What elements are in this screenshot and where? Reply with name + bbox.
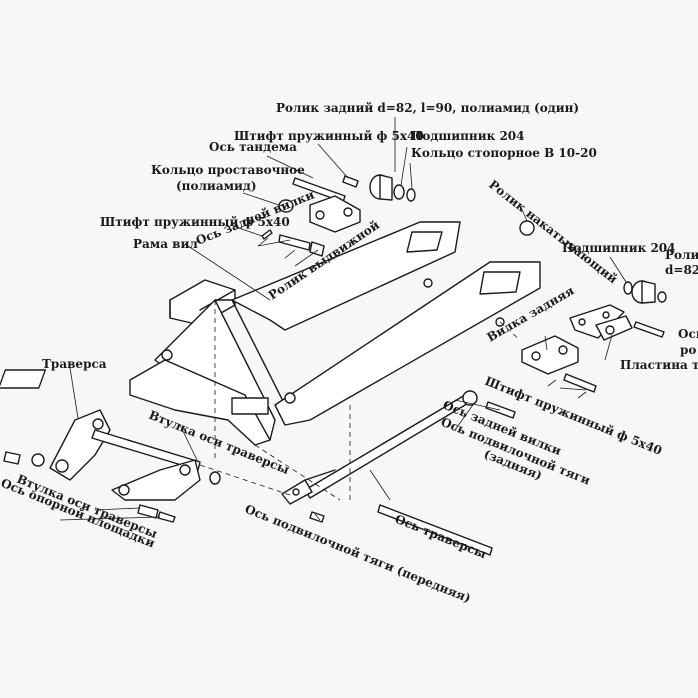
- label-spacer-ring-material: (полиамид): [176, 179, 257, 193]
- label-roller-right-dim: d=82,: [665, 263, 698, 277]
- label-axle-right-cut: Ось: [678, 327, 698, 341]
- label-tandem-axle: Ось тандема: [209, 140, 297, 154]
- alignment-lines: [199, 300, 521, 501]
- label-traverse: Траверса: [42, 357, 107, 371]
- label-axle-right-cut2: ро: [680, 343, 696, 357]
- fork-frame: [0, 221, 541, 446]
- label-fork-frame: Рама вил: [133, 237, 198, 251]
- label-bearing-top: Подшипник 204: [411, 129, 525, 143]
- label-spring-pin-mid: Штифт пружинный ф 5x40: [100, 215, 290, 229]
- right-assembly: [519, 220, 667, 399]
- label-spacer-ring: Кольцо проставочное: [151, 163, 305, 177]
- label-traverse-axle: Ось траверсы: [393, 512, 489, 561]
- leader-lines: [59, 117, 627, 521]
- label-bearing-right: Подшипник 204: [562, 241, 676, 255]
- label-tandem-plate: Пластина танд: [620, 358, 698, 372]
- part-labels: Ролик задний d=82, l=90, полиамид (один)…: [0, 101, 698, 606]
- label-roller-rear: Ролик задний d=82, l=90, полиамид (один): [276, 101, 579, 115]
- rear-fork-axle-parts: [257, 229, 325, 259]
- label-front-pull-rod-axle: Ось подвилочной тяги (передняя): [243, 502, 473, 606]
- label-roller-right-cut: Ролик з: [665, 248, 698, 262]
- label-spring-pin-top: Штифт пружинный ф 5x40: [234, 129, 424, 143]
- tandem-assembly-top: [278, 174, 416, 233]
- label-retaining-ring: Кольцо стопорное В 10-20: [411, 146, 597, 160]
- traverse-assembly: [3, 390, 516, 556]
